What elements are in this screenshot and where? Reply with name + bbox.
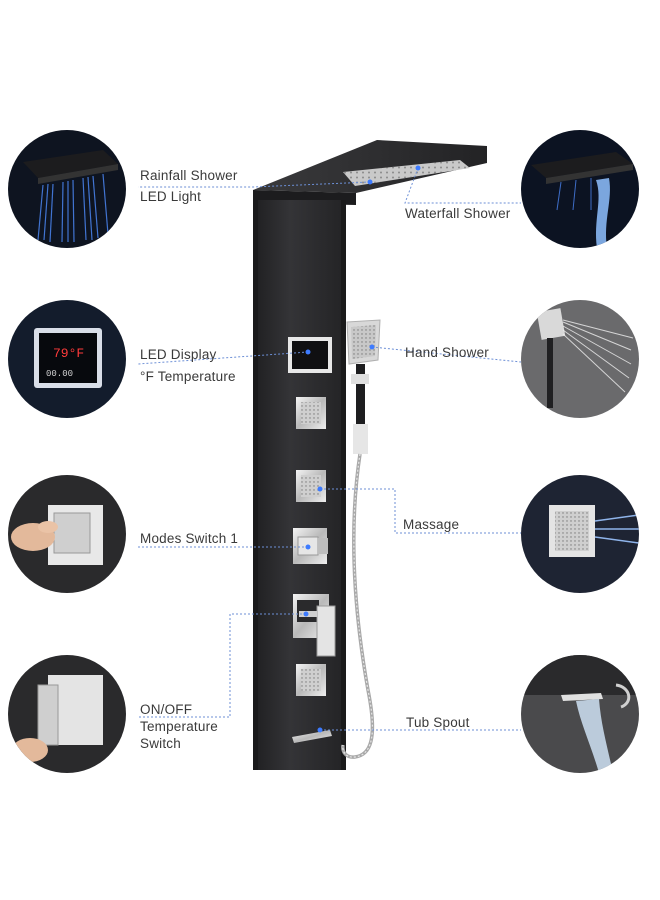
svg-text:00.00: 00.00	[46, 369, 73, 379]
label-massage: Massage	[403, 517, 460, 532]
label-waterfall-shower: Waterfall Shower	[405, 206, 511, 221]
tub-spout-detail-image	[521, 655, 639, 773]
modes-switch-detail-image	[8, 475, 126, 593]
led-readout-text: 79°F	[53, 346, 84, 361]
massage-jet-3	[296, 664, 326, 696]
rainfall-head	[253, 140, 487, 205]
massage-jet-2	[296, 470, 326, 502]
label-on-off: ON/OFF	[140, 702, 193, 717]
hand-shower-detail-image	[521, 300, 639, 418]
label-tub-spout: Tub Spout	[406, 715, 470, 730]
rainfall-detail-image	[8, 130, 126, 248]
massage-jet-1	[296, 397, 326, 429]
waterfall-detail-image	[521, 130, 639, 248]
mode-switch	[293, 528, 328, 564]
label-led-display: LED Display	[140, 347, 217, 362]
massage-detail-image	[521, 475, 639, 593]
label-rainfall-shower: Rainfall Shower	[140, 168, 238, 183]
label-switch: Switch	[140, 736, 181, 751]
hand-shower	[346, 319, 381, 454]
tub-spout	[292, 730, 332, 743]
callout-dots	[303, 165, 421, 733]
label-temperature: Temperature	[140, 719, 218, 734]
led-display-detail-image: 79°F 00.00	[8, 300, 126, 418]
on-off-switch-detail-image	[8, 655, 126, 773]
label-led-light: LED Light	[140, 189, 202, 204]
shower-hose	[341, 453, 375, 759]
label-f-temperature: °F Temperature	[140, 369, 236, 384]
panel-led-display	[288, 337, 332, 373]
label-hand-shower: Hand Shower	[405, 345, 489, 360]
label-modes-switch: Modes Switch 1	[140, 531, 239, 546]
callout-lines	[137, 167, 522, 731]
